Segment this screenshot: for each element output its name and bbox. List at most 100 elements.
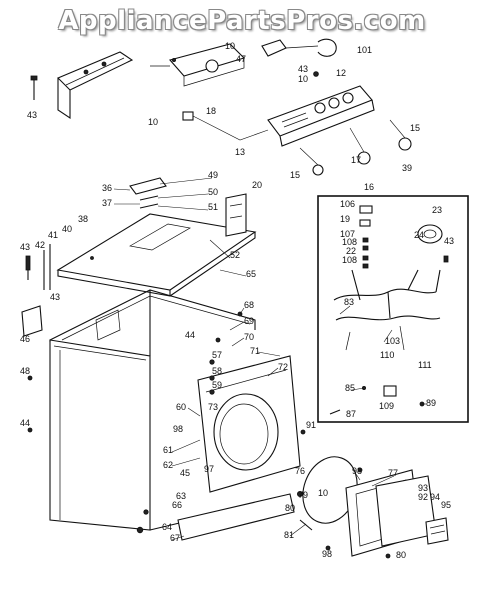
part-label-37: 37 [102,198,112,208]
part-label-63: 63 [176,491,186,501]
part-label-73: 73 [208,402,218,412]
inset-part-label-87: 87 [346,409,356,419]
part-label-91: 91 [306,420,316,430]
inset-part-label-103: 103 [385,336,400,346]
part-label-81: 81 [284,530,294,540]
part-label-69: 69 [244,316,254,326]
part-label-10: 10 [225,41,235,51]
part-label-60: 60 [176,402,186,412]
part-label-79: 79 [298,490,308,500]
part-label-43: 43 [298,64,308,74]
part-label-98: 98 [173,424,183,434]
part-label-20: 20 [252,180,262,190]
part-label-38: 38 [78,214,88,224]
switch-101 [261,38,337,77]
part-label-58: 58 [212,366,222,376]
cabinet-top-52 [56,213,257,297]
part-label-95: 95 [441,500,451,510]
part-label-76: 76 [295,466,305,476]
toe-panel-67 [177,493,295,541]
part-label-44: 44 [185,330,195,340]
part-label-80: 80 [396,550,406,560]
part-label-59: 59 [212,380,222,390]
part-label-44: 44 [20,418,30,428]
clip-18 [182,111,269,141]
lid-switch-bracket [225,193,247,237]
part-label-18: 18 [206,106,216,116]
part-label-17: 17 [351,155,361,165]
left-console-bracket [57,51,134,120]
part-label-64: 64 [162,522,172,532]
part-label-48: 48 [20,366,30,376]
control-knobs [299,119,412,176]
inset-part-label-83: 83 [344,297,354,307]
part-label-97: 97 [204,464,214,474]
part-label-47: 47 [236,54,246,64]
wiring-inset [317,195,469,423]
part-label-66: 66 [172,500,182,510]
part-label-12: 12 [336,68,346,78]
control-panel-13 [267,85,375,147]
inset-part-label-22: 22 [346,246,356,256]
screw-43-top-left [30,75,38,100]
bracket-46 [21,305,43,337]
side-brackets-40-42 [25,244,51,290]
part-label-52: 52 [230,250,240,260]
part-label-101: 101 [357,45,372,55]
part-label-49: 49 [208,170,218,180]
part-label-68: 68 [244,300,254,310]
hardware-screws [27,311,391,559]
part-label-46: 46 [20,334,30,344]
cabinet-body [49,289,256,531]
part-label-51: 51 [208,202,218,212]
part-label-98: 98 [322,549,332,559]
inset-part-label-108: 108 [342,255,357,265]
part-label-65: 65 [246,269,256,279]
inset-part-label-106: 106 [340,199,355,209]
part-label-39: 39 [402,163,412,173]
part-label-40: 40 [62,224,72,234]
part-label-94: 94 [430,492,440,502]
inset-part-label-85: 85 [345,383,355,393]
part-label-71: 71 [250,346,260,356]
part-label-15: 15 [290,170,300,180]
inset-part-label-23: 23 [432,205,442,215]
inset-part-label-89: 89 [426,398,436,408]
timer-bracket [150,43,246,87]
part-label-43: 43 [27,110,37,120]
part-label-10: 10 [318,488,328,498]
part-label-45: 45 [180,468,190,478]
part-label-42: 42 [35,240,45,250]
part-label-10: 10 [298,74,308,84]
inset-part-label-107: 107 [340,229,355,239]
part-label-43: 43 [20,242,30,252]
inset-part-label-109: 109 [379,401,394,411]
part-label-70: 70 [244,332,254,342]
hinge-parts-49-51 [129,177,167,209]
part-label-57: 57 [212,350,222,360]
part-label-13: 13 [235,147,245,157]
part-label-62: 62 [163,460,173,470]
part-label-50: 50 [208,187,218,197]
part-label-80: 80 [285,503,295,513]
part-label-36: 36 [102,183,112,193]
part-label-16: 16 [364,182,374,192]
part-label-43: 43 [50,292,60,302]
watermark-text: AppliancePartsPros.com [58,6,426,36]
part-label-72: 72 [278,362,288,372]
inset-part-label-110: 110 [380,350,394,360]
inset-part-label-19: 19 [340,214,350,224]
part-label-93: 93 [418,483,428,493]
front-panel [197,355,301,493]
part-label-77: 77 [388,468,398,478]
part-label-15: 15 [410,123,420,133]
inset-part-label-111: 111 [418,360,432,370]
part-label-92: 92 [418,492,428,502]
part-label-10: 10 [148,117,158,127]
part-label-67: 67 [170,533,180,543]
part-label-41: 41 [48,230,58,240]
